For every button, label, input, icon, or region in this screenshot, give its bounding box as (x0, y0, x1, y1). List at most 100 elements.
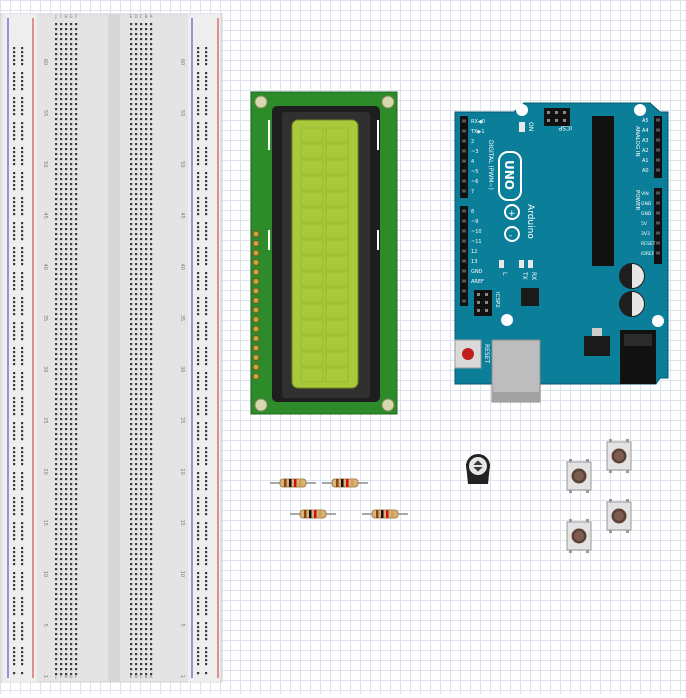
breadboard-hole[interactable] (65, 338, 68, 341)
breadboard-hole[interactable] (140, 263, 143, 266)
breadboard-hole[interactable] (70, 143, 73, 146)
rail-hole[interactable] (13, 113, 16, 116)
rail-hole[interactable] (21, 438, 24, 441)
rail-hole[interactable] (205, 634, 208, 637)
breadboard-hole[interactable] (70, 43, 73, 46)
digital-pin-hole[interactable] (462, 239, 466, 243)
breadboard-hole[interactable] (55, 568, 58, 571)
rail-hole[interactable] (21, 138, 24, 141)
breadboard-hole[interactable] (140, 443, 143, 446)
rail-hole[interactable] (21, 326, 24, 329)
rail-hole[interactable] (205, 455, 208, 458)
breadboard-hole[interactable] (55, 48, 58, 51)
rail-hole[interactable] (205, 551, 208, 554)
breadboard-hole[interactable] (60, 123, 63, 126)
breadboard-hole[interactable] (55, 343, 58, 346)
breadboard-hole[interactable] (70, 33, 73, 36)
breadboard-hole[interactable] (65, 278, 68, 281)
rail-hole[interactable] (13, 455, 16, 458)
digital-pin-hole[interactable] (462, 299, 466, 303)
breadboard-hole[interactable] (55, 38, 58, 41)
rail-hole[interactable] (205, 622, 208, 625)
rail-hole[interactable] (13, 205, 16, 208)
breadboard-hole[interactable] (65, 583, 68, 586)
breadboard-hole[interactable] (140, 98, 143, 101)
rail-hole[interactable] (197, 538, 200, 541)
breadboard-hole[interactable] (75, 268, 78, 271)
breadboard-hole[interactable] (65, 213, 68, 216)
breadboard-hole[interactable] (145, 463, 148, 466)
breadboard-hole[interactable] (140, 38, 143, 41)
rail-hole[interactable] (21, 55, 24, 58)
breadboard-hole[interactable] (145, 298, 148, 301)
rail-hole[interactable] (205, 172, 208, 175)
rail-hole[interactable] (205, 326, 208, 329)
rail-hole[interactable] (197, 655, 200, 658)
breadboard-hole[interactable] (75, 278, 78, 281)
breadboard-hole[interactable] (65, 658, 68, 661)
breadboard-hole[interactable] (140, 63, 143, 66)
rail-hole[interactable] (21, 313, 24, 316)
breadboard-hole[interactable] (150, 378, 153, 381)
breadboard-hole[interactable] (65, 403, 68, 406)
breadboard-hole[interactable] (75, 388, 78, 391)
breadboard-hole[interactable] (75, 188, 78, 191)
rail-hole[interactable] (205, 397, 208, 400)
rail-hole[interactable] (13, 501, 16, 504)
breadboard-hole[interactable] (65, 513, 68, 516)
breadboard-hole[interactable] (75, 168, 78, 171)
breadboard-hole[interactable] (65, 543, 68, 546)
rail-hole[interactable] (13, 255, 16, 258)
rail-hole[interactable] (205, 605, 208, 608)
breadboard-hole[interactable] (150, 448, 153, 451)
rail-hole[interactable] (197, 497, 200, 500)
breadboard-hole[interactable] (65, 33, 68, 36)
breadboard-hole[interactable] (130, 168, 133, 171)
breadboard-hole[interactable] (130, 528, 133, 531)
breadboard-hole[interactable] (135, 268, 138, 271)
rail-hole[interactable] (205, 509, 208, 512)
rail-hole[interactable] (13, 347, 16, 350)
breadboard-hole[interactable] (130, 43, 133, 46)
rail-hole[interactable] (197, 426, 200, 429)
breadboard-hole[interactable] (140, 228, 143, 231)
rail-hole[interactable] (13, 534, 16, 537)
breadboard-hole[interactable] (145, 358, 148, 361)
breadboard-hole[interactable] (60, 388, 63, 391)
breadboard-hole[interactable] (150, 498, 153, 501)
breadboard-hole[interactable] (60, 223, 63, 226)
breadboard-hole[interactable] (75, 73, 78, 76)
breadboard-hole[interactable] (130, 153, 133, 156)
rail-hole[interactable] (197, 630, 200, 633)
rail-hole[interactable] (13, 376, 16, 379)
breadboard-hole[interactable] (75, 43, 78, 46)
rail-hole[interactable] (13, 122, 16, 125)
rail-hole[interactable] (21, 134, 24, 137)
breadboard-hole[interactable] (140, 258, 143, 261)
breadboard-hole[interactable] (60, 58, 63, 61)
rail-hole[interactable] (13, 651, 16, 654)
breadboard-hole[interactable] (135, 433, 138, 436)
breadboard-hole[interactable] (150, 673, 153, 676)
breadboard-hole[interactable] (65, 573, 68, 576)
breadboard-hole[interactable] (150, 228, 153, 231)
breadboard-hole[interactable] (145, 193, 148, 196)
rail-hole[interactable] (197, 626, 200, 629)
breadboard-hole[interactable] (150, 428, 153, 431)
breadboard-hole[interactable] (145, 138, 148, 141)
rail-hole[interactable] (205, 301, 208, 304)
rail-hole[interactable] (205, 422, 208, 425)
breadboard-hole[interactable] (135, 403, 138, 406)
breadboard-hole[interactable] (70, 338, 73, 341)
breadboard-hole[interactable] (55, 333, 58, 336)
breadboard-hole[interactable] (70, 388, 73, 391)
rail-hole[interactable] (197, 88, 200, 91)
breadboard-hole[interactable] (150, 163, 153, 166)
rail-hole[interactable] (21, 513, 24, 516)
breadboard-hole[interactable] (65, 293, 68, 296)
breadboard-hole[interactable] (150, 503, 153, 506)
breadboard-hole[interactable] (140, 483, 143, 486)
breadboard-hole[interactable] (65, 363, 68, 366)
breadboard-hole[interactable] (135, 513, 138, 516)
breadboard-hole[interactable] (135, 493, 138, 496)
